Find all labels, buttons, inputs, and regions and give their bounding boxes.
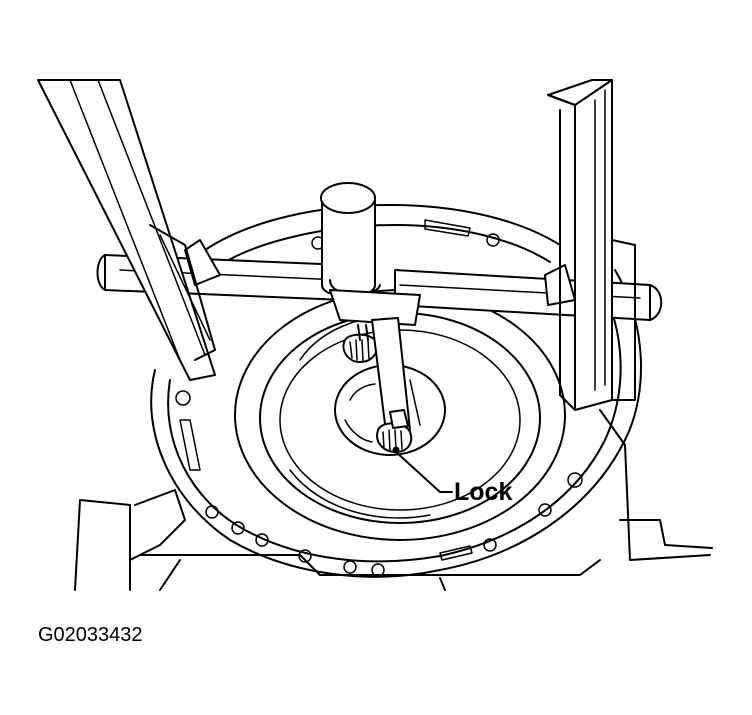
transmission-case bbox=[74, 409, 713, 591]
right-stand-post bbox=[547, 79, 636, 411]
tool-cylinder bbox=[320, 182, 421, 326]
lock-callout bbox=[395, 451, 453, 493]
lock-knob bbox=[376, 409, 413, 454]
figure-id: G02033432 bbox=[38, 624, 143, 646]
pump-body-flange bbox=[150, 204, 643, 578]
left-stand-leg bbox=[37, 79, 216, 381]
upper-knob bbox=[342, 324, 378, 363]
lock-label: Lock bbox=[454, 478, 512, 506]
